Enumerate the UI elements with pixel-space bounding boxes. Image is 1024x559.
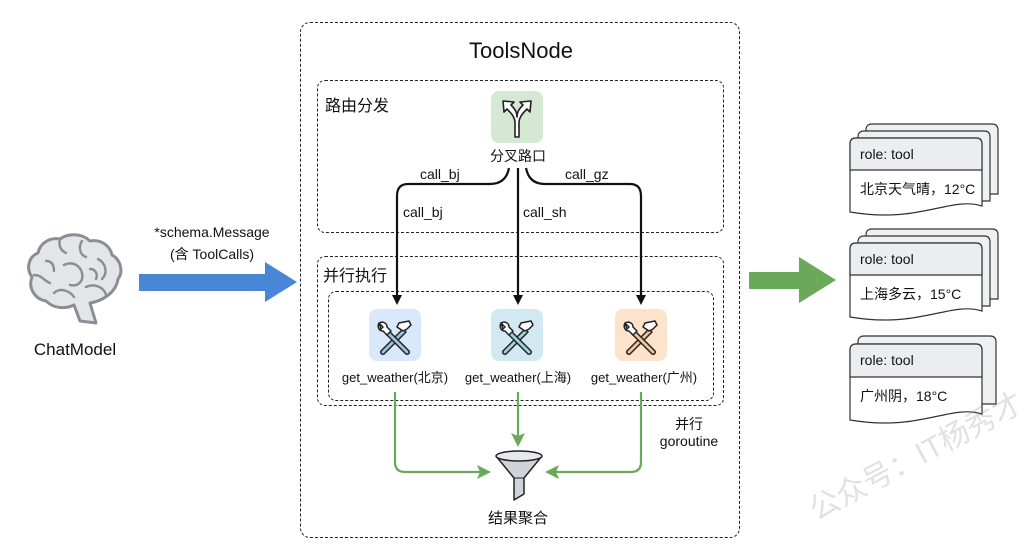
chatmodel-label: ChatModel [33, 340, 117, 359]
edge-label-call-gz: call_gz [565, 166, 609, 182]
router-node[interactable] [491, 91, 543, 143]
input-edge-label-line1: *schema.Message [154, 224, 270, 240]
parallel-group [317, 256, 724, 406]
tools-icon [623, 320, 658, 355]
result-card-beijing[interactable]: role: tool 北京天气晴，12°C [849, 123, 1000, 216]
result-content: 上海多云，15°C [860, 286, 962, 302]
routing-group-label: 路由分发 [325, 98, 390, 115]
tools-icon [377, 320, 412, 355]
tool-node-shanghai[interactable] [491, 309, 543, 361]
input-edge-label-line2: (含 ToolCalls) [169, 246, 255, 262]
parallel-note-line1: 并行 [675, 416, 703, 432]
result-role: role: tool [860, 251, 914, 267]
input-arrow [139, 262, 297, 302]
result-role: role: tool [860, 146, 914, 162]
result-card-shanghai[interactable]: role: tool 上海多云，15°C [849, 228, 1000, 321]
aggregate-label: 结果聚合 [487, 510, 549, 527]
edge-agg-right [545, 392, 643, 479]
brain-icon [27, 233, 123, 325]
funnel-icon[interactable] [494, 448, 544, 504]
tools-icon [499, 320, 534, 355]
edge-label-call-bj-top: call_bj [420, 166, 460, 182]
tool-label-beijing: get_weather(北京) [341, 370, 449, 385]
routing-group [317, 80, 724, 233]
fork-arrows-icon [502, 100, 532, 138]
tool-label-shanghai: get_weather(上海) [464, 370, 572, 385]
parallel-note-line2: goroutine [659, 433, 719, 449]
toolsnode-container [300, 22, 740, 538]
result-card-guangzhou[interactable]: role: tool 广州阴，18°C [849, 335, 1000, 424]
tools-inner-group [328, 291, 714, 401]
toolsnode-title: ToolsNode [469, 38, 573, 63]
document-stack-icon [849, 228, 999, 321]
result-content: 北京天气晴，12°C [860, 181, 976, 197]
edge-call-gz [524, 167, 646, 305]
router-label: 分叉路口 [490, 148, 546, 164]
edge-label-call-bj: call_bj [403, 204, 443, 220]
edge-call-bj [392, 167, 511, 305]
tool-node-beijing[interactable] [369, 309, 421, 361]
result-role: role: tool [860, 352, 914, 368]
document-stack-icon [849, 123, 999, 216]
result-content: 广州阴，18°C [860, 388, 948, 404]
tool-label-guangzhou: get_weather(广州) [590, 370, 698, 385]
document-stack-icon [849, 335, 997, 424]
edge-agg-left [393, 392, 491, 479]
edge-label-call-sh: call_sh [523, 204, 567, 220]
output-arrow [749, 257, 836, 303]
parallel-group-label: 并行执行 [323, 268, 388, 285]
tool-node-guangzhou[interactable] [615, 309, 667, 361]
